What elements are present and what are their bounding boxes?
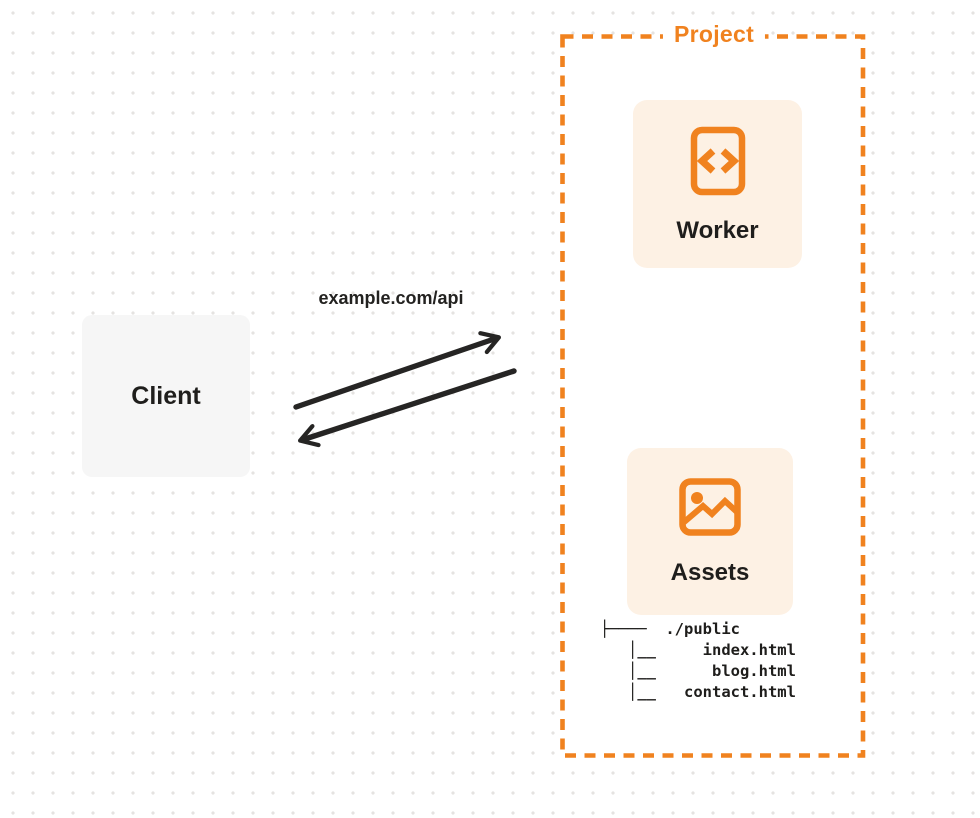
assets-label: Assets bbox=[670, 559, 750, 586]
file-tree-line: │__ blog.html bbox=[600, 662, 796, 680]
project-label: Project bbox=[662, 19, 766, 50]
file-tree-line: │__ index.html bbox=[600, 641, 796, 659]
request-arrow bbox=[293, 331, 501, 410]
file-tree-line: ├──── ./public bbox=[600, 620, 740, 638]
image-icon bbox=[679, 478, 741, 536]
client-node: Client bbox=[82, 315, 250, 477]
code-file-icon bbox=[690, 126, 746, 196]
request-url-label: example.com/api bbox=[318, 288, 464, 308]
assets-file-tree: ├──── ./public │__ index.html │__ blog.h… bbox=[600, 619, 796, 703]
response-arrow bbox=[297, 368, 517, 448]
client-label: Client bbox=[131, 381, 201, 410]
file-tree-line: │__ contact.html bbox=[600, 683, 796, 701]
worker-node: Worker bbox=[633, 100, 802, 268]
worker-label: Worker bbox=[676, 216, 759, 244]
assets-node: Assets bbox=[627, 448, 793, 615]
